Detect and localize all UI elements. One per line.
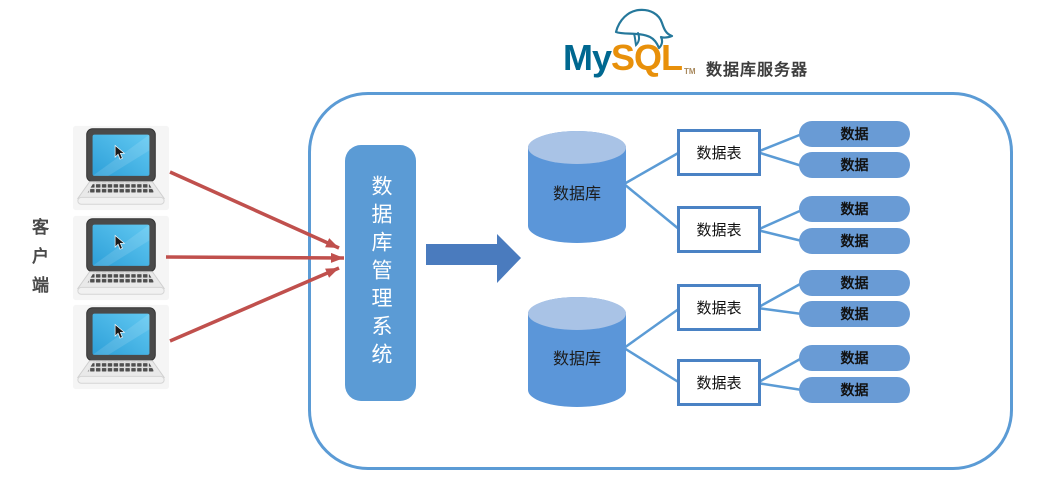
laptop-icon <box>72 304 170 390</box>
data-pill: 数据 <box>799 301 910 327</box>
database-cylinder: 数据库 <box>528 297 626 407</box>
wordmark-my: My <box>563 37 612 78</box>
data-pill: 数据 <box>799 152 910 178</box>
table-box: 数据表 <box>677 359 761 406</box>
cylinder-top <box>528 297 626 330</box>
database-label: 数据库 <box>552 186 601 204</box>
laptop-icon <box>72 125 170 211</box>
database-label: 数据库 <box>552 351 601 369</box>
wordmark-tm: TM <box>684 67 696 76</box>
cylinder-top <box>528 131 626 164</box>
table-box: 数据表 <box>677 129 761 176</box>
laptop-icon <box>72 215 170 301</box>
dbms-box: 数据库管理系统 <box>345 145 416 401</box>
dbms-label: 数据库管理系统 <box>369 175 392 371</box>
table-box: 数据表 <box>677 284 761 331</box>
data-pill: 数据 <box>799 270 910 296</box>
database-server-label: 数据库服务器 <box>706 62 809 79</box>
wordmark-sql: SQL <box>611 37 683 78</box>
client-label: 客户端 <box>29 218 48 305</box>
database-cylinder: 数据库 <box>528 131 626 243</box>
data-pill: 数据 <box>799 345 910 371</box>
data-pill: 数据 <box>799 377 910 403</box>
mysql-dolphin-icon <box>614 8 674 50</box>
data-pill: 数据 <box>799 196 910 222</box>
table-box: 数据表 <box>677 206 761 253</box>
data-pill: 数据 <box>799 228 910 254</box>
data-pill: 数据 <box>799 121 910 147</box>
